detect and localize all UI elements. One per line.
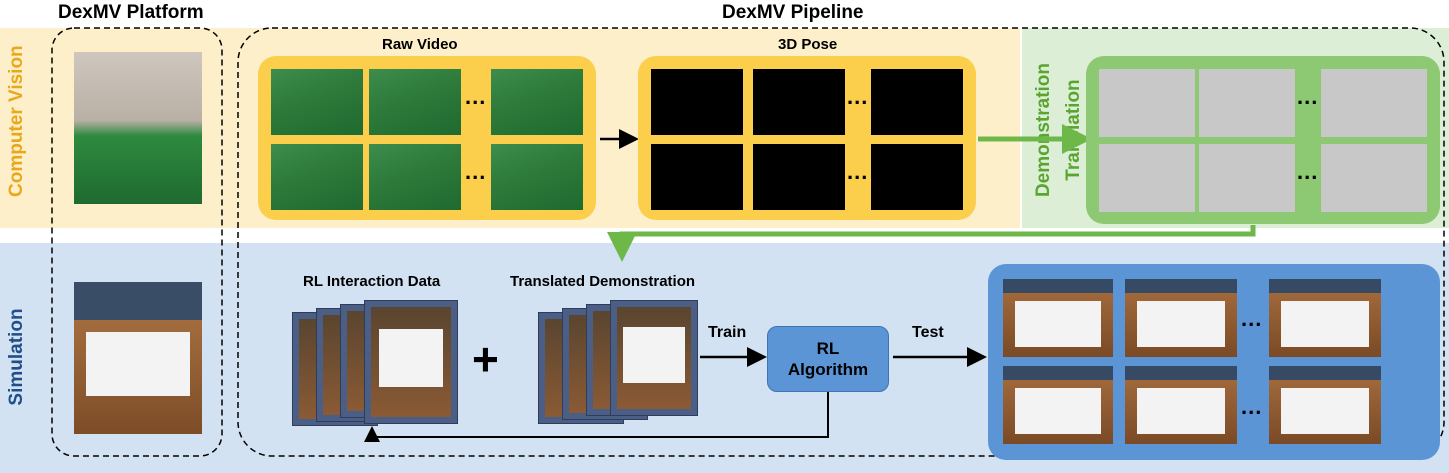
rl-algorithm-line1: RL <box>816 339 840 358</box>
sim-frame <box>1125 279 1237 357</box>
ellipsis: ... <box>1297 159 1319 184</box>
raw-video-frame <box>369 144 461 210</box>
stack-card <box>610 300 698 416</box>
pose-frame <box>753 69 845 135</box>
ellipsis: ... <box>1241 306 1263 331</box>
pose-frame <box>651 69 743 135</box>
sim-frame <box>1125 366 1237 444</box>
raw-video-frame <box>271 69 363 135</box>
demo-to-translated-arrow <box>607 225 1256 262</box>
raw-video-title: Raw Video <box>382 36 458 53</box>
demo-frame <box>1099 69 1195 137</box>
ellipsis: ... <box>1297 84 1319 109</box>
raw-video-frame <box>271 144 363 210</box>
demo-frame <box>1199 69 1295 137</box>
demo-frame <box>1321 69 1427 137</box>
rl-interaction-data-title: RL Interaction Data <box>303 273 441 290</box>
pose-3d-panel: ... ... <box>638 56 976 220</box>
ellipsis: ... <box>465 159 487 184</box>
pose-frame <box>871 69 963 135</box>
ellipsis: ... <box>847 84 869 109</box>
platform-real-photo <box>74 52 202 204</box>
demo-frame <box>1321 144 1427 212</box>
translated-demo-stack <box>538 296 698 436</box>
rl-interaction-stack <box>292 296 462 436</box>
translated-demonstration-title: Translated Demonstration <box>510 273 696 290</box>
ellipsis: ... <box>1241 394 1263 419</box>
pipeline-dashed-outline <box>237 27 1445 457</box>
raw-video-panel: ... ... <box>258 56 596 220</box>
rl-algorithm-box: RL Algorithm <box>767 326 889 392</box>
sim-frame <box>1003 366 1113 444</box>
rl-algorithm-line2: Algorithm <box>787 360 869 379</box>
ellipsis: ... <box>465 84 487 109</box>
platform-sim-photo <box>74 282 202 434</box>
stack-card <box>364 300 458 424</box>
sim-frame <box>1269 279 1381 357</box>
pose-3d-title: 3D Pose <box>778 36 838 53</box>
pose-frame <box>871 144 963 210</box>
sim-frame <box>1269 366 1381 444</box>
pipeline-title: DexMV Pipeline <box>722 2 864 23</box>
pose-frame <box>753 144 845 210</box>
sim-frame <box>1003 279 1113 357</box>
train-label: Train <box>708 324 747 341</box>
platform-dashed-outline <box>51 27 223 457</box>
raw-video-frame <box>491 69 583 135</box>
plus-symbol: + <box>472 333 499 385</box>
demo-frame <box>1099 144 1195 212</box>
simulation-results-panel: ... ... <box>988 264 1440 460</box>
platform-title: DexMV Platform <box>58 2 204 23</box>
demo-frame <box>1199 144 1295 212</box>
test-label: Test <box>912 324 944 341</box>
raw-video-frame <box>369 69 461 135</box>
pose-frame <box>651 144 743 210</box>
ellipsis: ... <box>847 159 869 184</box>
raw-video-frame <box>491 144 583 210</box>
feedback-arrow <box>364 392 829 442</box>
demo-translation-panel: ... ... <box>1086 56 1440 224</box>
